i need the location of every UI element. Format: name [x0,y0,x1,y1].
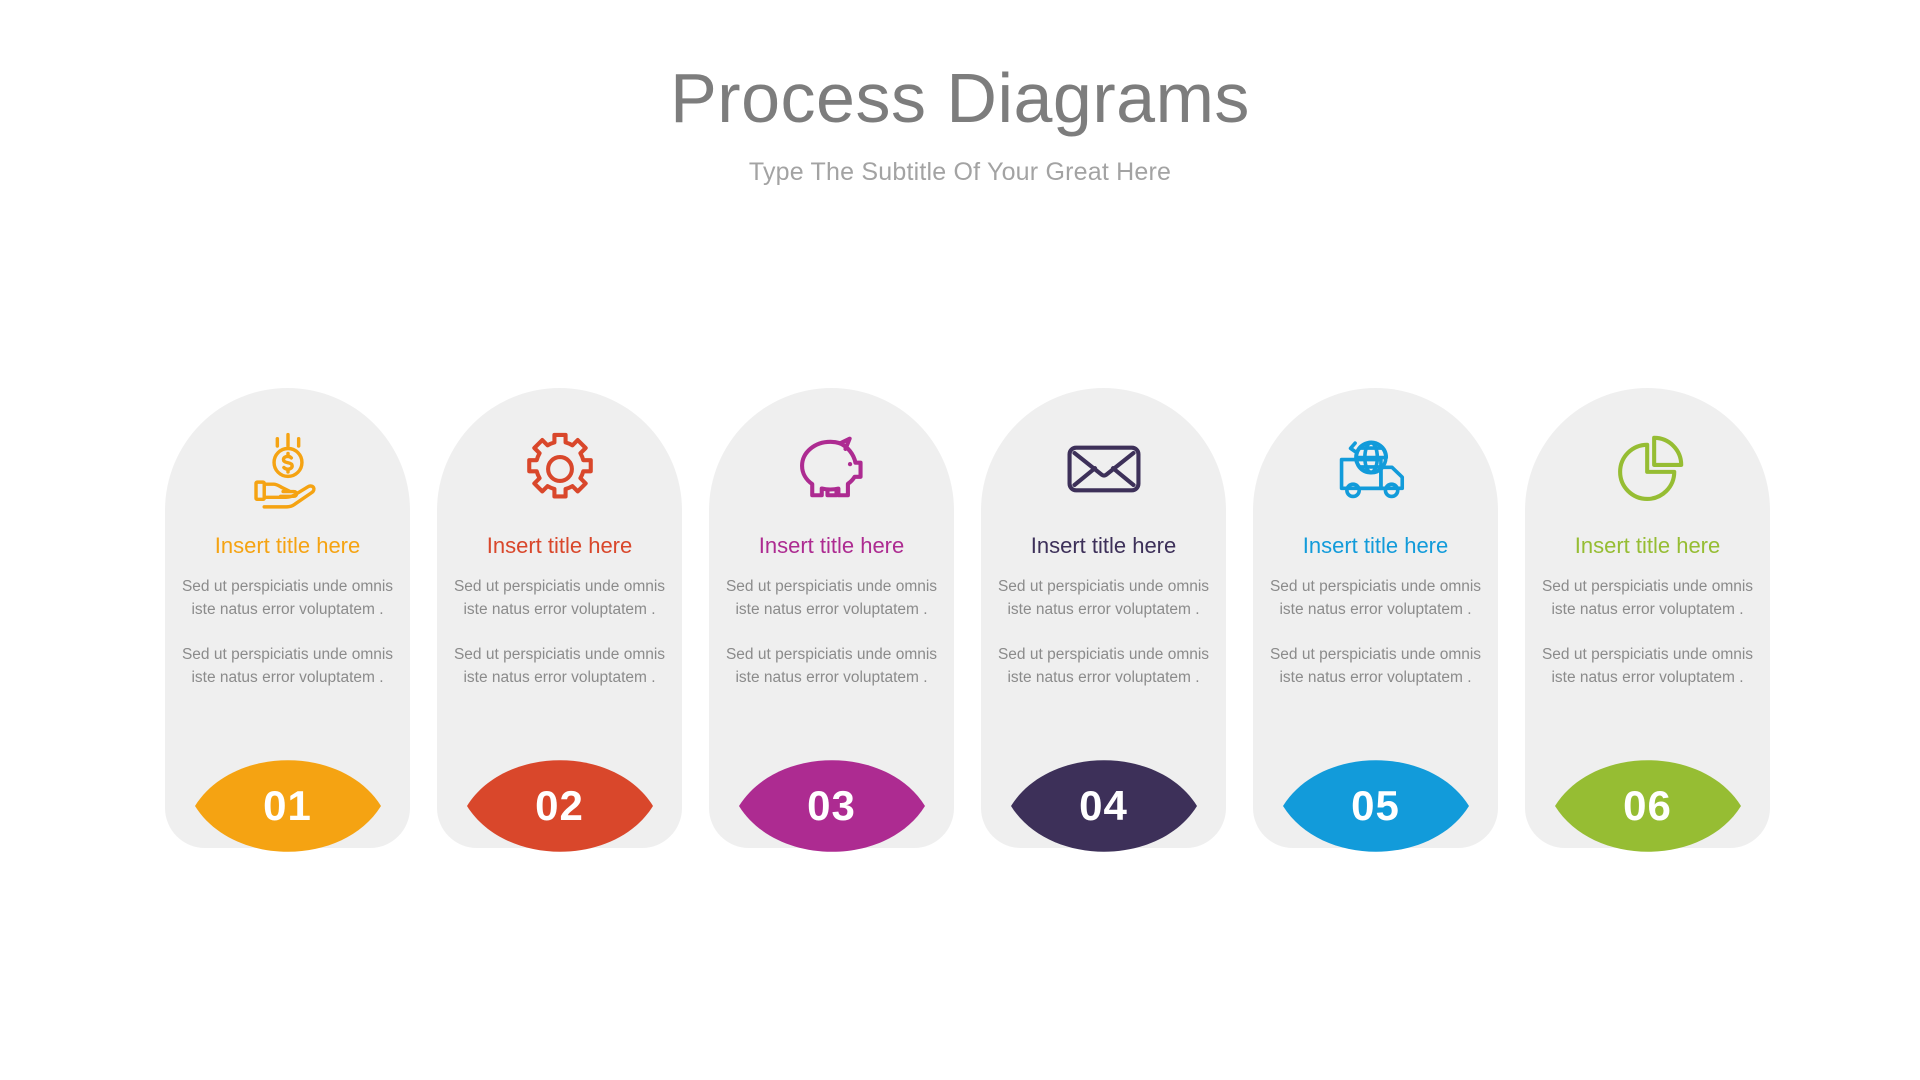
card-description-2: Sed ut perspiciatis unde omnis iste natu… [997,646,1210,686]
step-number-badge[interactable]: 04 [1009,751,1199,861]
card-description-2: Sed ut perspiciatis unde omnis iste natu… [725,646,938,686]
step-number: 04 [1079,782,1128,829]
process-card[interactable]: Insert title here Sed ut perspiciatis un… [437,388,682,852]
process-card[interactable]: Insert title here Sed ut perspiciatis un… [1525,388,1770,852]
step-number-badge[interactable]: 01 [193,751,383,861]
card-description-1: Sed ut perspiciatis unde omnis iste natu… [997,578,1210,619]
process-card[interactable]: Insert title here Sed ut perspiciatis un… [165,388,410,852]
step-number-badge[interactable]: 02 [465,751,655,861]
process-cards-row: Insert title here Sed ut perspiciatis un… [165,388,1775,948]
step-number-badge[interactable]: 03 [737,751,927,861]
card-description-1: Sed ut perspiciatis unde omnis iste natu… [453,578,666,619]
card-description-1: Sed ut perspiciatis unde omnis iste natu… [181,578,394,619]
pie-chart-icon [1607,428,1689,510]
step-number-badge[interactable]: 06 [1553,751,1743,861]
card-description-2: Sed ut perspiciatis unde omnis iste natu… [453,646,666,686]
step-number: 02 [535,782,584,829]
card-title: Insert title here [486,533,633,558]
card-description-1: Sed ut perspiciatis unde omnis iste natu… [725,578,938,619]
card-title: Insert title here [214,533,361,558]
slide-header: Process Diagrams Type The Subtitle Of Yo… [0,59,1920,187]
card-description-1: Sed ut perspiciatis unde omnis iste natu… [1541,578,1754,619]
card-description-2: Sed ut perspiciatis unde omnis iste natu… [1541,646,1754,686]
step-number: 06 [1623,782,1672,829]
step-number: 01 [263,782,312,829]
card-description-1: Sed ut perspiciatis unde omnis iste natu… [1269,578,1482,619]
card-title: Insert title here [758,533,905,558]
card-title: Insert title here [1574,533,1721,558]
step-number: 03 [807,782,856,829]
process-card[interactable]: Insert title here Sed ut perspiciatis un… [1253,388,1498,852]
hand-holding-money-icon [247,428,329,510]
envelope-icon [1063,428,1145,510]
step-number-badge[interactable]: 05 [1281,751,1471,861]
gear-icon [519,428,601,510]
process-card[interactable]: Insert title here Sed ut perspiciatis un… [981,388,1226,852]
page-subtitle: Type The Subtitle Of Your Great Here [748,157,1172,186]
card-description-2: Sed ut perspiciatis unde omnis iste natu… [1269,646,1482,686]
card-title: Insert title here [1030,533,1177,558]
process-card[interactable]: Insert title here Sed ut perspiciatis un… [709,388,954,852]
page-title: Process Diagrams [670,59,1250,137]
piggy-bank-icon [791,428,873,510]
card-title: Insert title here [1302,533,1449,558]
card-description-2: Sed ut perspiciatis unde omnis iste natu… [181,646,394,686]
delivery-truck-globe-icon [1335,428,1417,510]
step-number: 05 [1351,782,1400,829]
